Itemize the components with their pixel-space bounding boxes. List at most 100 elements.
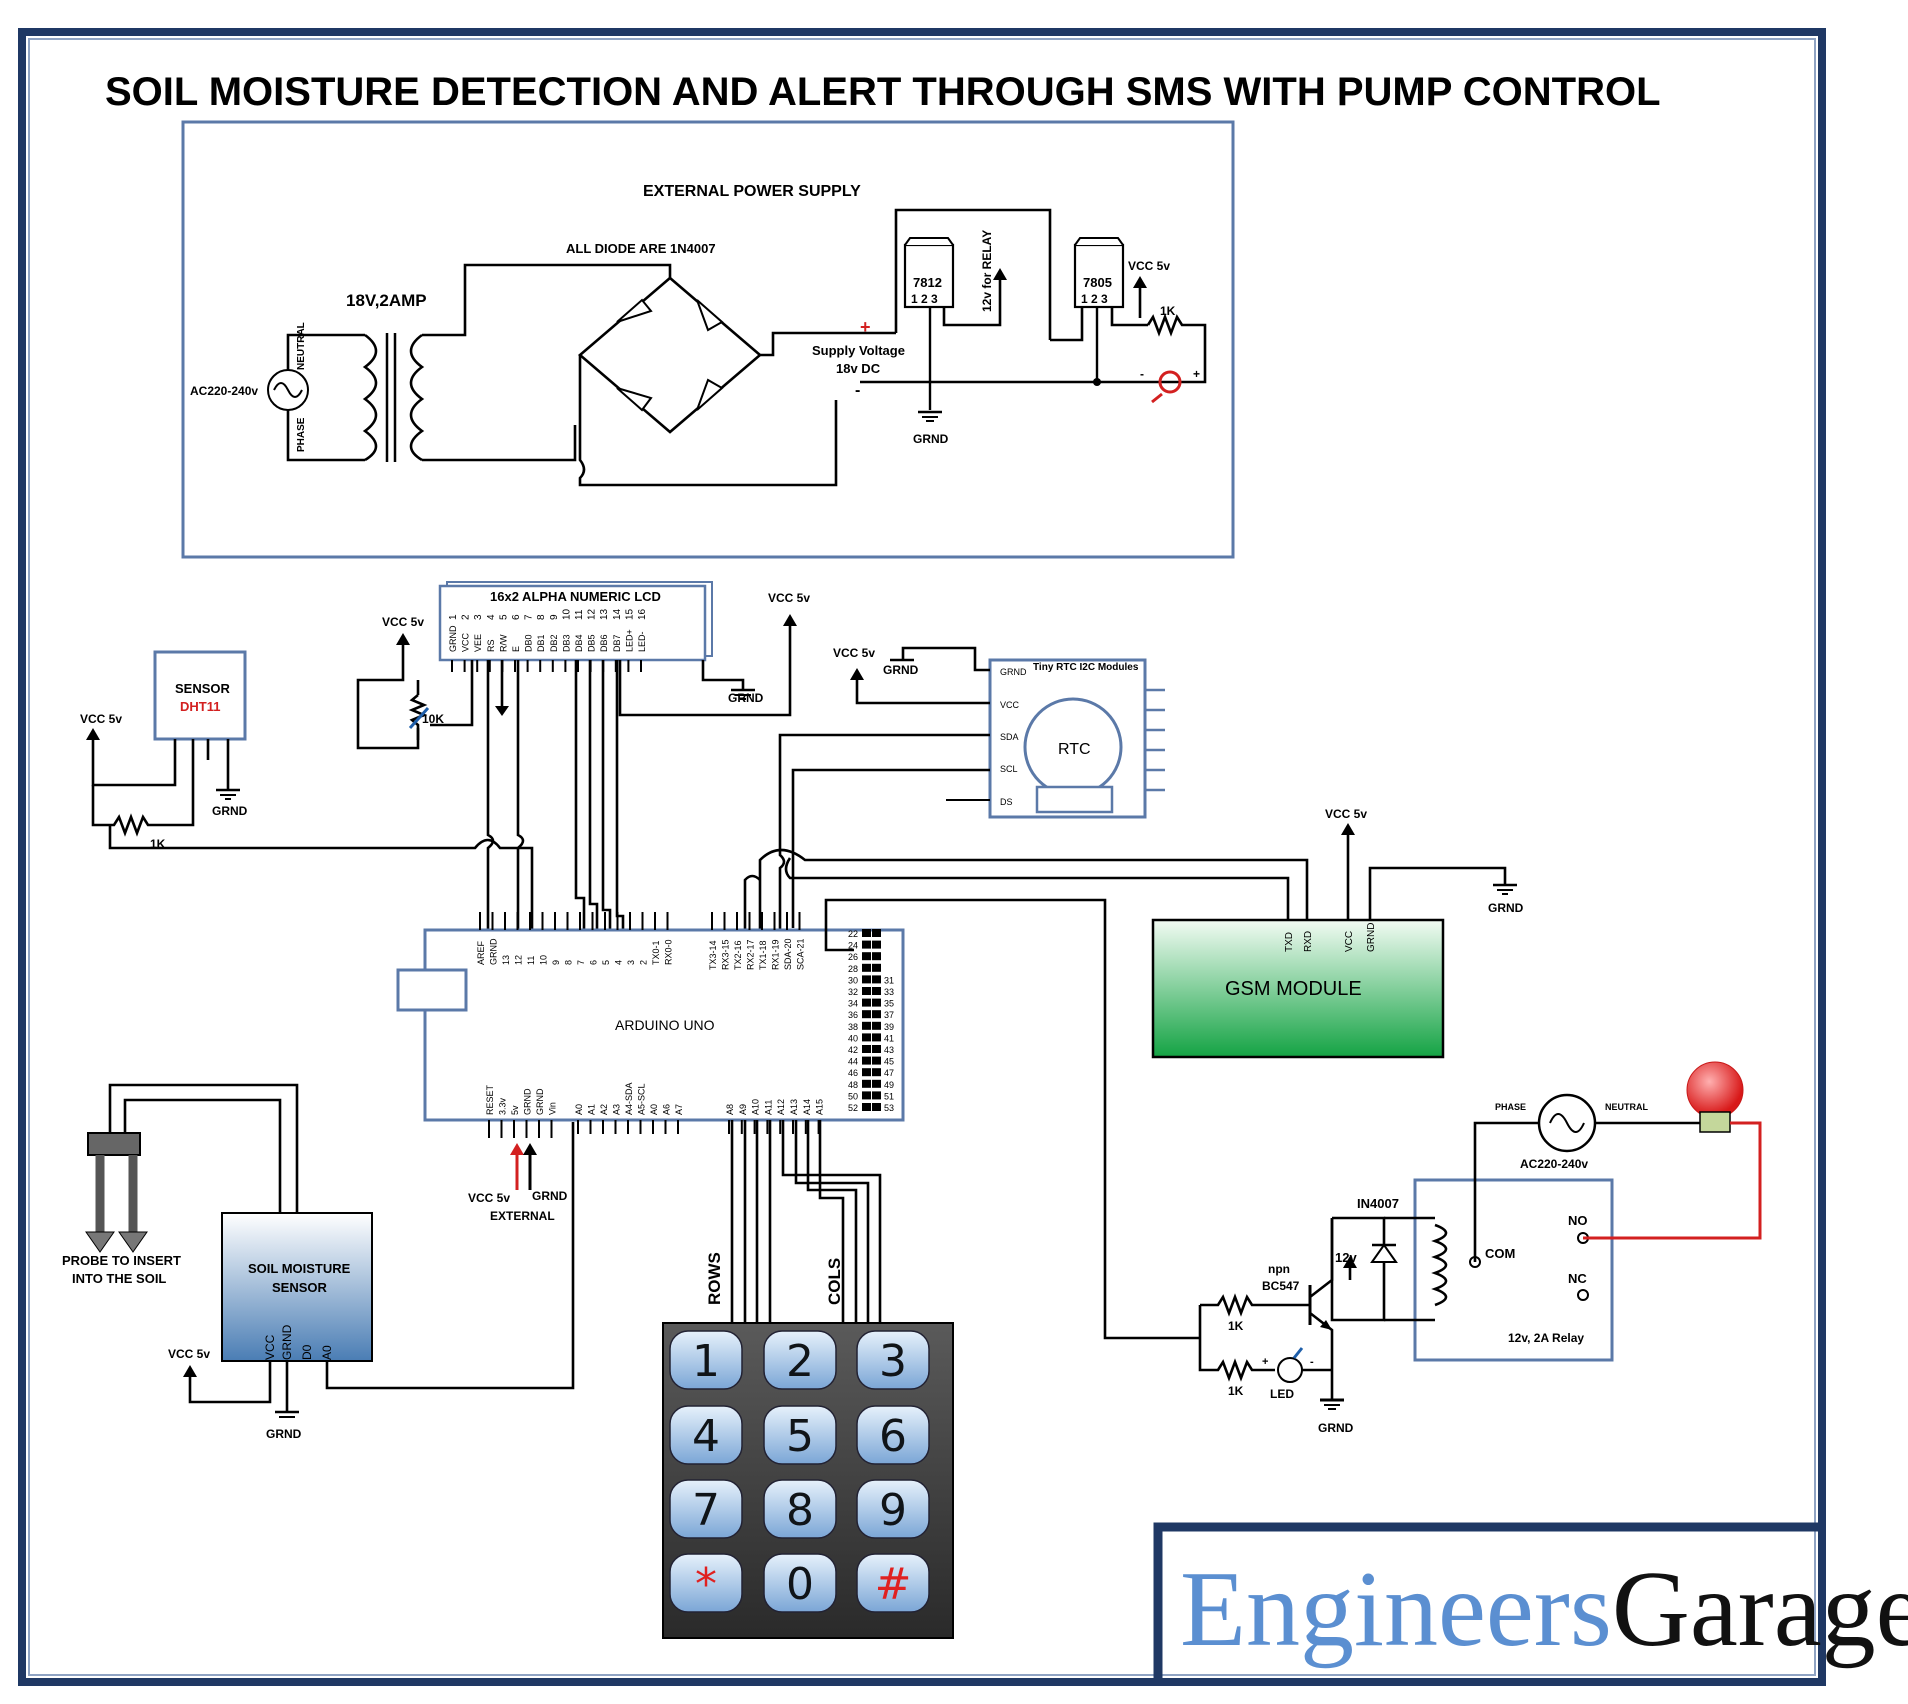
header-pin	[862, 1045, 871, 1053]
logo-part-2: Garage	[1612, 1550, 1908, 1669]
rtc-section: Tiny RTC I2C Modules RTC GRNDVCCSDASCLDS…	[778, 646, 1165, 930]
lcd-pin-name: VEE	[473, 634, 483, 652]
header-pin-label: 22	[848, 929, 858, 939]
gsm-vcc-label: VCC 5v	[1325, 807, 1367, 821]
arduino-pin-label: 13	[501, 955, 511, 965]
probe-label-1: PROBE TO INSERT	[62, 1253, 181, 1268]
header-pin	[862, 940, 871, 949]
header-pin	[872, 1021, 881, 1030]
transformer-label: 18V,2AMP	[346, 291, 427, 310]
keypad-key[interactable]	[763, 1479, 837, 1539]
arduino-pin-label: A13	[789, 1099, 799, 1115]
lcd-pin-name: DB5	[587, 634, 597, 652]
header-pin	[872, 987, 881, 995]
lcd-pin-number: 5	[498, 614, 509, 620]
keypad-key[interactable]	[763, 1405, 837, 1465]
keypad-key[interactable]	[669, 1553, 743, 1613]
diode-in4007	[1370, 1243, 1398, 1263]
lcd-pin-number: 7	[524, 614, 535, 620]
keypad-key[interactable]	[856, 1479, 930, 1539]
soil-label-2: SENSOR	[272, 1280, 328, 1295]
supply-voltage-line1: Supply Voltage	[812, 343, 905, 358]
header-pin	[862, 998, 871, 1007]
lcd-pin-number: 13	[599, 608, 610, 620]
arduino-pin-label: 8	[564, 960, 574, 965]
lcd-pin-number: 6	[511, 614, 522, 620]
keypad-key[interactable]	[856, 1330, 930, 1390]
keypad-key-label: 3	[879, 1336, 907, 1387]
arduino-pin-label: 11	[526, 956, 536, 965]
relay-nc-label: NC	[1568, 1271, 1587, 1286]
arduino-pin-label: A14	[802, 1099, 812, 1115]
header-pin-label: 34	[848, 999, 858, 1009]
neutral-label: NEUTRAL	[296, 322, 307, 370]
led-minus-sign: -	[1310, 1356, 1314, 1368]
transistor-model: BC547	[1262, 1279, 1300, 1293]
external-label: EXTERNAL	[490, 1209, 555, 1223]
arduino-pin-label: GRND	[523, 1088, 533, 1115]
arduino-pin-label: A8	[725, 1104, 735, 1115]
header-pin-label: 24	[848, 941, 858, 951]
keypad-key[interactable]	[669, 1330, 743, 1390]
lcd-vcc-right: VCC 5v	[768, 591, 810, 605]
transistor-type: npn	[1268, 1262, 1290, 1276]
rtc-title: Tiny RTC I2C Modules	[1033, 662, 1139, 673]
header-pin-label: 41	[884, 1033, 894, 1043]
keypad-key-label: 6	[879, 1411, 907, 1462]
arduino-pin-label: TX1-18	[758, 940, 768, 970]
keypad-key[interactable]	[856, 1553, 930, 1613]
lcd-pin-number: 14	[612, 608, 623, 620]
lcd-pin-name: DB3	[561, 634, 571, 652]
lcd-pin-name: LED+	[624, 629, 634, 652]
relay-res1-label: 1K	[1228, 1319, 1244, 1333]
lcd-pin-name: DB2	[549, 634, 559, 652]
header-pin-label: 26	[848, 952, 858, 962]
header-pin-label: 50	[848, 1091, 858, 1101]
rtc-vcc-label: VCC 5v	[833, 646, 875, 660]
lcd-section: 16x2 ALPHA NUMERIC LCD 1GRND2VCC3VEE4RS5…	[356, 581, 810, 750]
lcd-pin-name: GRND	[448, 625, 458, 652]
header-pin-label: 52	[848, 1103, 858, 1113]
logo-section: EngineersGarage	[1153, 1522, 1908, 1680]
keypad-key-label: 5	[786, 1411, 814, 1462]
lcd-pin-name: E	[511, 646, 521, 652]
soil-vcc-label: VCC 5v	[168, 1347, 210, 1361]
rtc-pin-label: SDA	[1000, 732, 1019, 742]
header-pin	[872, 1091, 881, 1100]
ext-grnd-label: GRND	[532, 1189, 568, 1203]
soil-moisture-sensor	[221, 1212, 373, 1362]
keypad-key[interactable]	[763, 1330, 837, 1390]
lcd-vcc-left: VCC 5v	[382, 615, 424, 629]
dht11-model: DHT11	[180, 699, 220, 714]
lcd-pin-number: 12	[587, 608, 598, 620]
diode-icon	[616, 298, 653, 323]
reg-7805-pins: 1 2 3	[1081, 292, 1108, 306]
arduino-pin-label: 5	[601, 960, 611, 965]
header-pin-label: 35	[884, 999, 894, 1009]
keypad-key[interactable]	[669, 1405, 743, 1465]
arduino-pin-label: 3	[626, 960, 636, 965]
gsm-pin-label: RXD	[1303, 931, 1314, 952]
lcd-module	[438, 584, 707, 662]
header-pin-label: 45	[884, 1057, 894, 1067]
lcd-pin-name: R/W	[498, 634, 508, 652]
inner-frame	[28, 38, 1816, 1676]
arduino-pin-label: Vin	[548, 1102, 558, 1115]
keypad-key[interactable]	[763, 1553, 837, 1613]
keypad-key[interactable]	[856, 1405, 930, 1465]
led-icon	[1158, 370, 1182, 394]
arduino-pin-label: 10	[539, 955, 549, 965]
transformer-primary	[362, 333, 378, 462]
arduino-pin-label: TX3-14	[708, 940, 718, 970]
arduino-pin-label: A4-SDA	[624, 1082, 634, 1115]
relay-section: 12v, 2A Relay COM NO NC IN4007 12v npn B…	[1198, 1061, 1762, 1435]
header-pin	[872, 929, 881, 937]
keypad-key[interactable]	[669, 1479, 743, 1539]
header-pin	[862, 963, 871, 972]
lcd-title: 16x2 ALPHA NUMERIC LCD	[490, 589, 661, 604]
lcd-pin-name: DB6	[599, 634, 609, 652]
header-pin	[872, 1103, 881, 1111]
